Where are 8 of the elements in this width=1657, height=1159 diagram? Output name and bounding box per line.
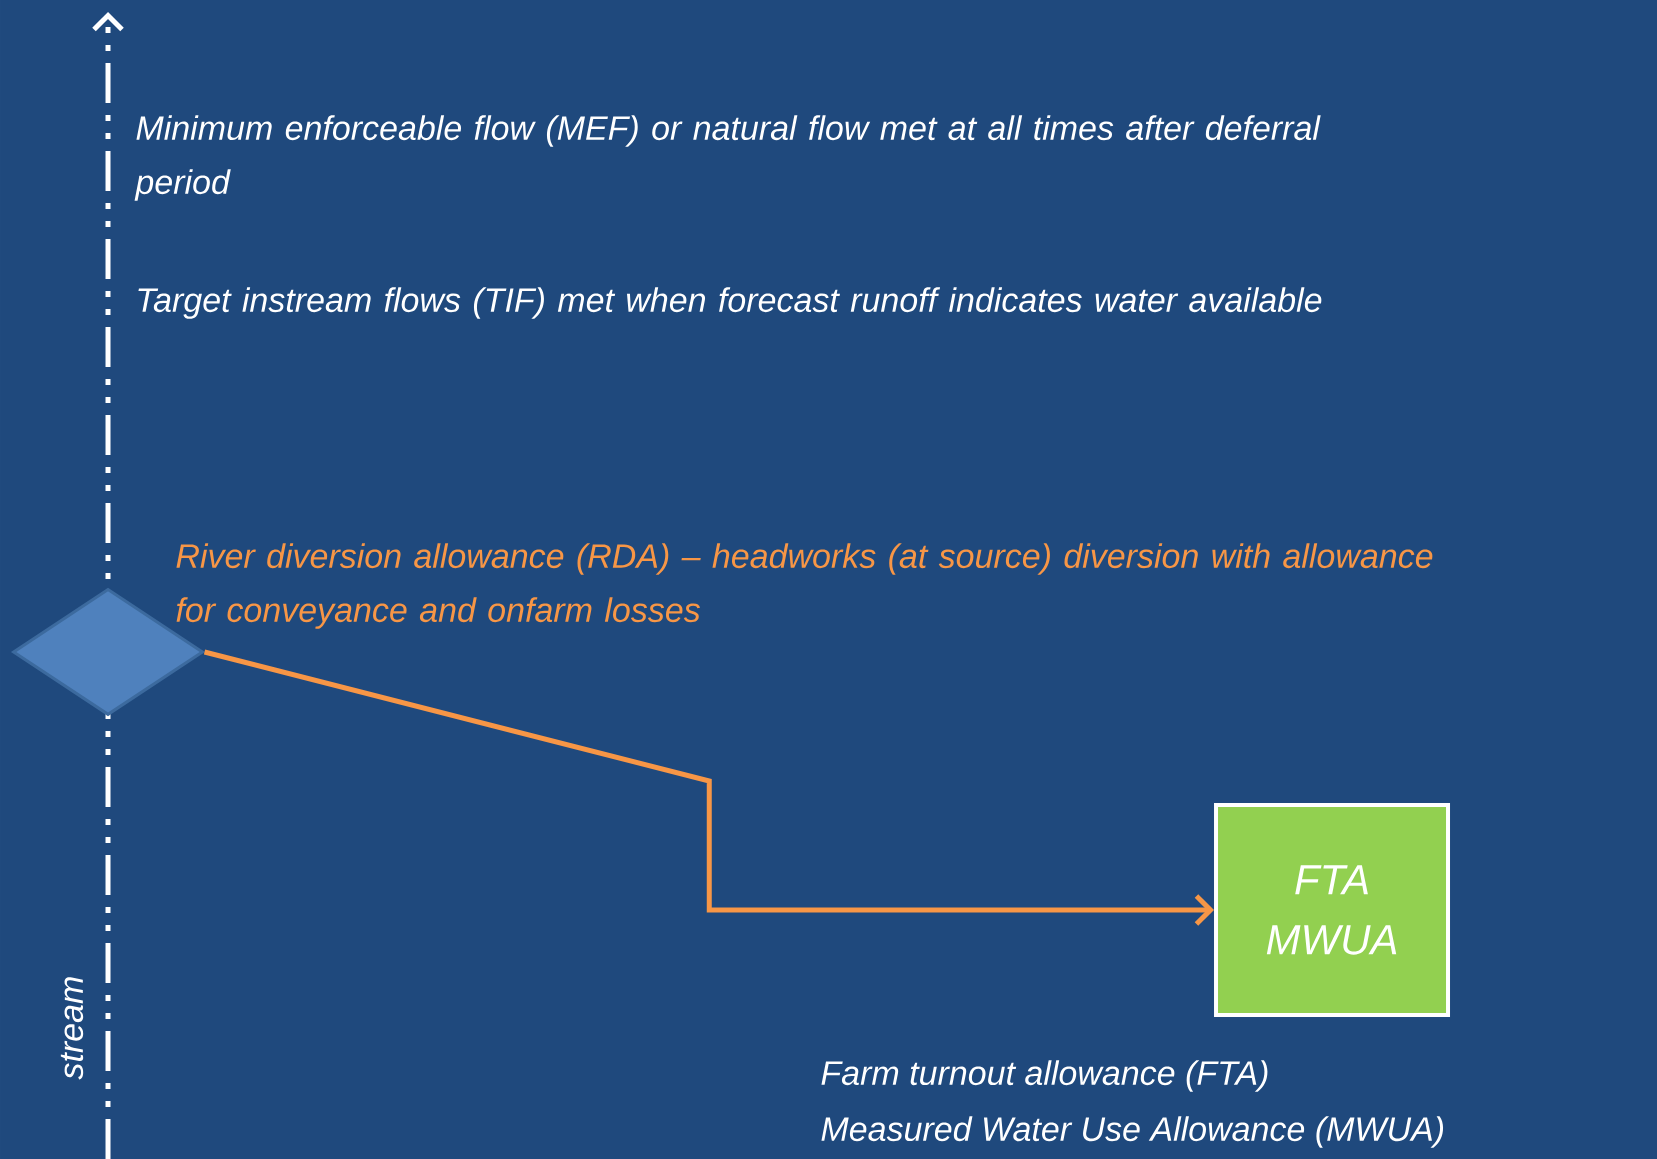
axis-label: stream [60, 977, 84, 1080]
annotation-text: River diversion allowance (RDA) – headworks (at source) diversion with allowance for conveyance and onfarm losses [176, 543, 1433, 629]
allowance-box: FTA MWUA [1214, 803, 1450, 1017]
annotation-text: Minimum enforceable flow (MEF) or natural flow met at all times after deferral period [134, 115, 1321, 201]
annotation-text: Measured Water Use Allowance (MWUA) [821, 1116, 1444, 1148]
annotation-text: Farm turnout allowance (FTA) [821, 1060, 1268, 1092]
annotation-text: Target instream flows (TIF) met when forecast runoff indicates water available [138, 287, 1322, 319]
arrow [203, 649, 1215, 926]
